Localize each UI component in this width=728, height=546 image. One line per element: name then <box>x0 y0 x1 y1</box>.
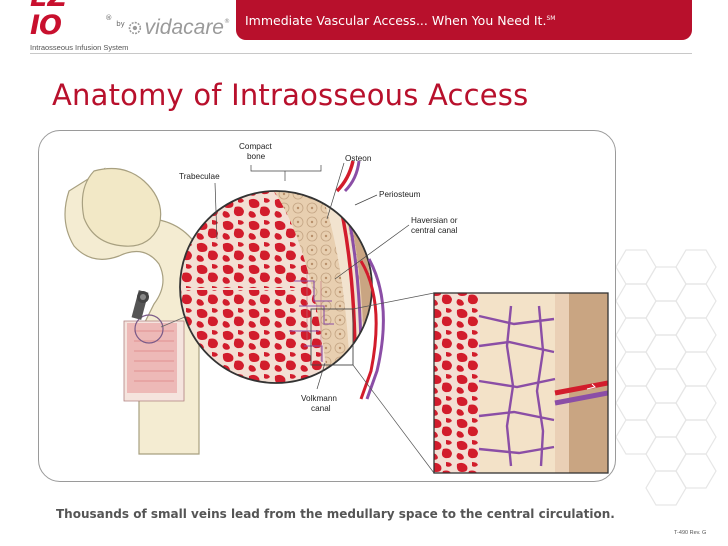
label-haversian-line2: central canal <box>411 226 458 235</box>
brand-mark: EZ-IO <box>30 0 75 41</box>
vein-vessel <box>343 160 361 193</box>
zoom-pointer-top <box>352 292 435 310</box>
periosteal-vein <box>365 258 385 400</box>
bone-cross-section-illustration: Compact bone Osteon Trabeculae Periosteu… <box>64 142 609 474</box>
inset-frame <box>433 292 609 474</box>
brand-by: by <box>116 20 125 28</box>
brand-subtitle: Intraosseous Infusion System <box>30 43 129 52</box>
knee-joint-illustration <box>64 167 212 455</box>
anatomy-figure: Compact bone Osteon Trabeculae Periosteu… <box>38 130 616 482</box>
magnified-bone-section <box>180 191 372 383</box>
document-reference: T-490 Rev. G <box>674 530 707 536</box>
tagline-banner: Immediate Vascular Access... When You Ne… <box>236 0 692 40</box>
periosteal-artery <box>359 260 378 400</box>
label-compact-bone-line1: Compact <box>239 142 272 151</box>
label-periosteum: Periosteum <box>379 190 421 199</box>
gear-icon <box>128 21 141 35</box>
label-volkmann-line1: Volkmann <box>301 394 337 403</box>
zoom-pointer-bottom <box>352 364 435 474</box>
brand-partner: vidacare <box>144 16 224 39</box>
header-rule <box>30 53 692 54</box>
figure-caption: Thousands of small veins lead from the m… <box>56 507 615 521</box>
zoom-region-box <box>310 308 354 366</box>
label-osteon: Osteon <box>345 154 372 163</box>
brand-row: EZ-IO ® by vidacare ® <box>30 0 230 40</box>
label-haversian-line1: Haversian or <box>411 216 458 225</box>
label-trabeculae: Trabeculae <box>179 172 220 181</box>
page-title: Anatomy of Intraosseous Access <box>52 78 529 112</box>
tagline-text: Immediate Vascular Access... When You Ne… <box>245 12 547 28</box>
brand-logo: EZ-IO ® by vidacare ® Intraosseous Infus… <box>30 0 230 52</box>
label-compact-bone-line2: bone <box>247 152 266 161</box>
service-mark: SM <box>546 14 556 22</box>
artery-vessel <box>335 160 355 193</box>
brand-reg-mark: ® <box>105 14 113 22</box>
label-volkmann-line2: canal <box>311 404 331 413</box>
label-leader-lines <box>214 162 410 390</box>
inset-detail-view <box>434 293 608 473</box>
hexagon-pattern-background <box>615 249 717 506</box>
tagline: Immediate Vascular Access... When You Ne… <box>245 13 555 28</box>
brand-partner-tm: ® <box>224 18 230 25</box>
